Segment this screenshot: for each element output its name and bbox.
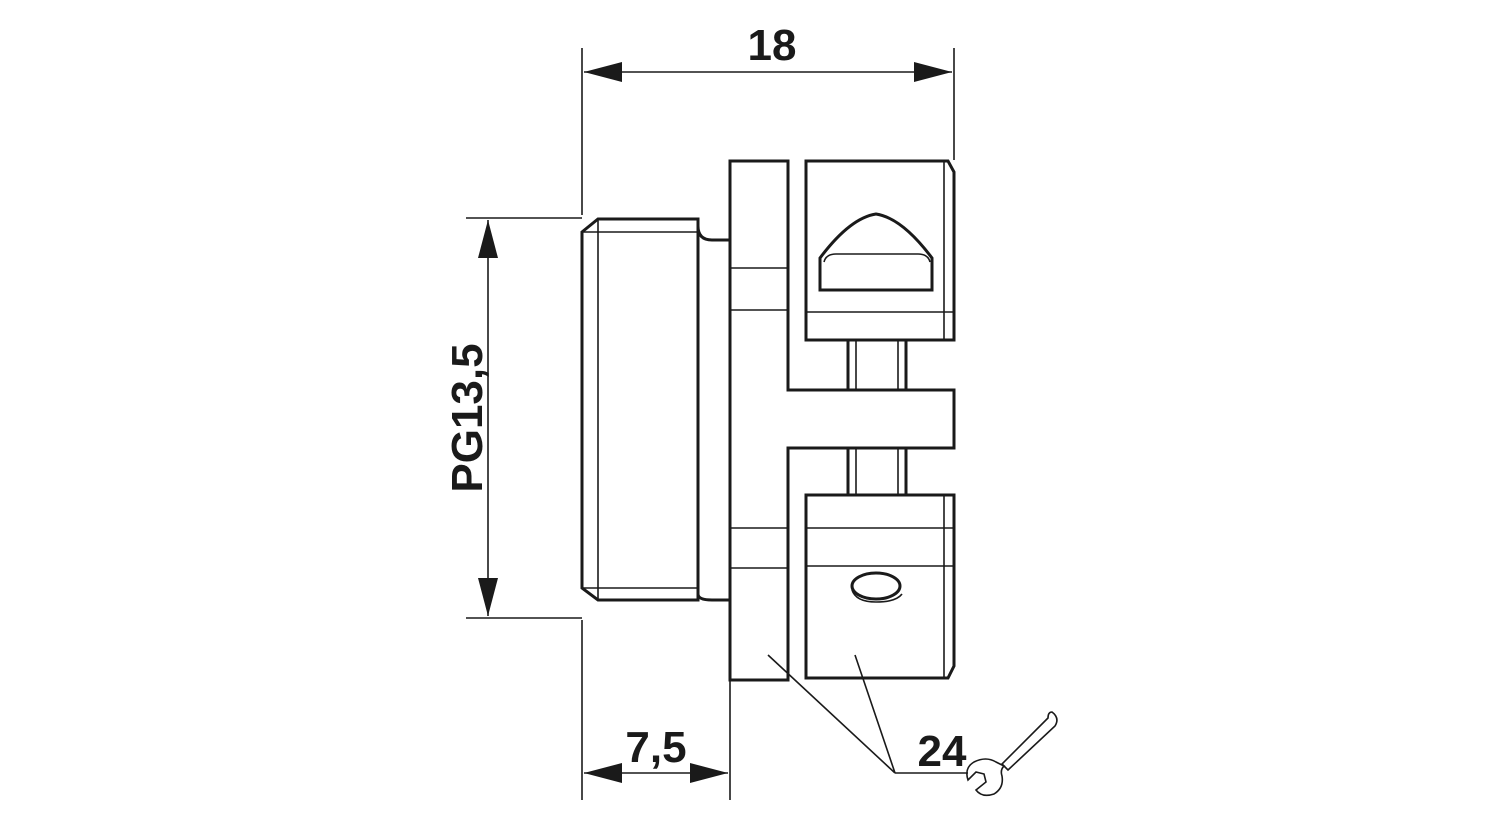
connector-pins	[846, 340, 908, 495]
dimension-thread-length: 7,5	[584, 723, 728, 783]
upper-clamp-block	[804, 159, 956, 342]
screw-hole	[850, 571, 902, 601]
wrench-size-label: 24	[918, 727, 967, 776]
flange-body	[728, 159, 956, 682]
thread-body	[580, 217, 730, 602]
wrench-icon	[966, 711, 1058, 797]
dimension-label-thread-length: 7,5	[625, 723, 686, 772]
dimension-overall-width: 18	[584, 21, 952, 82]
dimension-label-overall-width: 18	[748, 21, 797, 70]
dimension-thread: PG13,5	[443, 220, 498, 616]
extension-lines	[466, 48, 955, 800]
lower-clamp-block	[804, 493, 956, 680]
dimension-label-thread: PG13,5	[443, 343, 492, 492]
wrench-size-leader: 24	[767, 654, 968, 776]
